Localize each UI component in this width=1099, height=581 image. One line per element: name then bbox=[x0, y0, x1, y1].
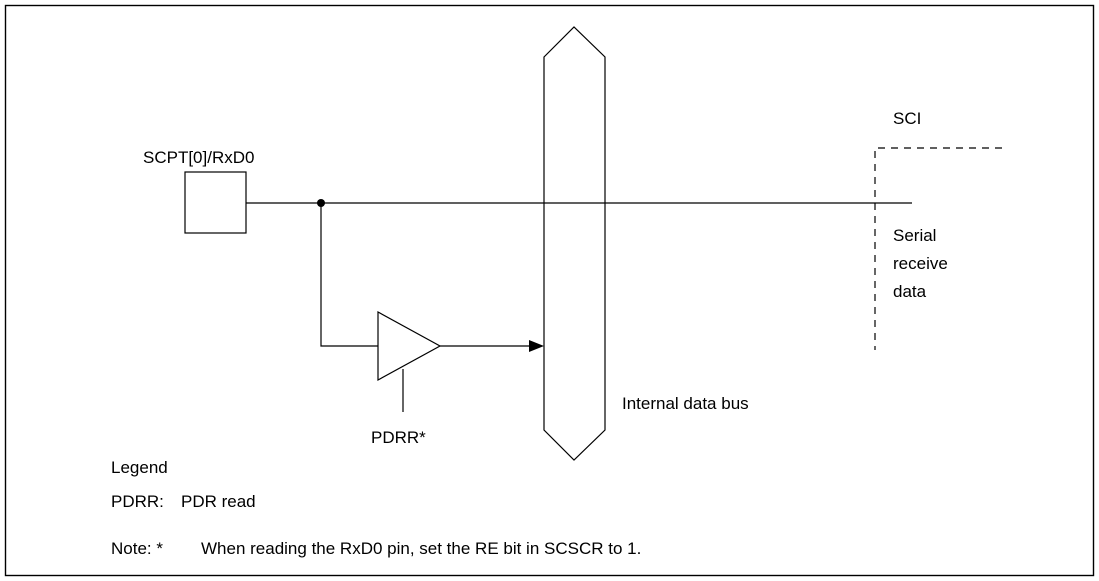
internal-data-bus bbox=[543, 26, 606, 461]
legend-title: Legend bbox=[111, 458, 168, 477]
legend-description: PDR read bbox=[181, 492, 256, 511]
bus-arrowhead bbox=[529, 340, 544, 352]
buffer-input-line bbox=[320, 203, 378, 347]
bus-label: Internal data bus bbox=[622, 394, 749, 413]
note-label: Note: * bbox=[111, 539, 163, 558]
pin-label: SCPT[0]/RxD0 bbox=[143, 148, 254, 167]
legend-term: PDRR: bbox=[111, 492, 164, 511]
buffer-control-label: PDRR* bbox=[371, 428, 426, 447]
serial-receive-line-2: receive bbox=[893, 254, 948, 273]
serial-receive-line-3: data bbox=[893, 282, 927, 301]
sci-label: SCI bbox=[893, 109, 921, 128]
note-text: When reading the RxD0 pin, set the RE bi… bbox=[201, 539, 641, 558]
read-buffer bbox=[377, 310, 442, 382]
sci-boundary bbox=[874, 147, 1002, 350]
serial-receive-line-1: Serial bbox=[893, 226, 936, 245]
pin-box bbox=[184, 171, 247, 234]
figure-frame bbox=[4, 4, 1095, 577]
